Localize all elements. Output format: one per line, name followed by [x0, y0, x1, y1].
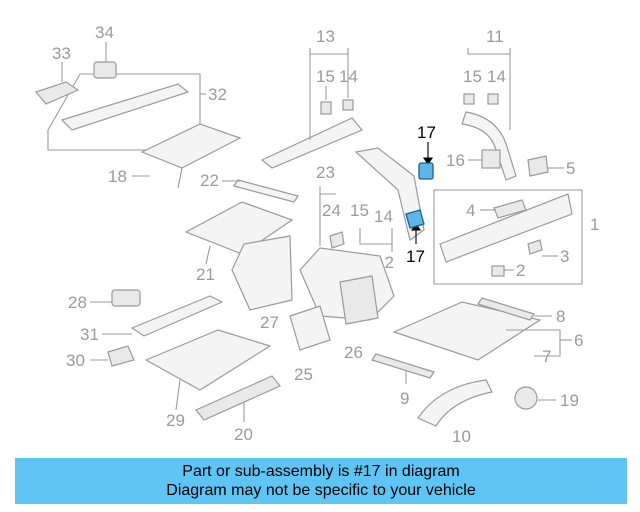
callout-6: 6: [574, 331, 583, 350]
callout-13: 13: [316, 27, 335, 46]
callout-17b: 17: [406, 247, 425, 266]
part-10: [417, 379, 493, 427]
part-8: [477, 297, 535, 321]
part-28: [111, 289, 141, 307]
banner-line-1: Part or sub-assembly is #17 in diagram: [182, 463, 460, 480]
callout-29: 29: [166, 411, 185, 430]
callout-11: 11: [486, 27, 504, 46]
part-31: [130, 295, 224, 337]
callout-10: 10: [452, 427, 471, 446]
callout-14b: 14: [487, 67, 506, 86]
callout-27: 27: [260, 313, 279, 332]
callout-21: 21: [196, 265, 215, 284]
callout-32: 32: [208, 85, 227, 104]
callout-23: 23: [316, 163, 335, 182]
callout-33: 33: [52, 44, 71, 63]
banner-line-2: Diagram may not be specific to your vehi…: [166, 482, 476, 499]
callout-5: 5: [566, 159, 575, 178]
callout-20: 20: [234, 425, 253, 444]
part-16: [481, 149, 501, 169]
callout-18: 18: [108, 167, 127, 186]
callout-17a: 17: [417, 123, 436, 142]
part-22: [233, 179, 299, 203]
part-26: [339, 275, 379, 325]
callout-14a: 14: [339, 67, 358, 86]
part-27-panel: [231, 235, 293, 311]
callout-24: 24: [322, 201, 341, 220]
callout-30: 30: [66, 351, 85, 370]
part-19: [514, 386, 538, 410]
callout-14c: 14: [374, 207, 393, 226]
callout-22: 22: [200, 171, 219, 190]
callout-26: 26: [344, 343, 363, 362]
callout-16: 16: [446, 151, 465, 170]
part-32-assembly: [34, 61, 206, 151]
info-banner: Part or sub-assembly is #17 in diagram D…: [15, 458, 627, 504]
callout-28: 28: [68, 293, 87, 312]
part-17-upper[interactable]: [418, 162, 434, 180]
callout-15a: 15: [316, 67, 335, 86]
callout-31: 31: [80, 325, 99, 344]
part-17-lower[interactable]: [405, 209, 425, 229]
part-21: [184, 201, 294, 255]
part-24: [329, 231, 345, 249]
part-9: [371, 353, 435, 379]
callout-7: 7: [542, 347, 551, 366]
callout-9: 9: [400, 389, 409, 408]
callout-19: 19: [560, 391, 579, 410]
part-6-floor: [392, 301, 542, 361]
callout-15b: 15: [463, 67, 482, 86]
part-13-sill: [260, 117, 363, 169]
part-29: [144, 329, 272, 391]
part-1-assembly: [433, 189, 583, 285]
part-18-tray: [140, 123, 242, 189]
part-30: [107, 345, 135, 367]
part-5: [527, 155, 549, 177]
parts-diagram: 33 34 32 18 22 21 13 15 14 11 15 14 16 5…: [34, 23, 599, 446]
callout-34: 34: [95, 23, 114, 42]
callout-4: 4: [466, 201, 475, 220]
part-25: [289, 305, 331, 351]
part-11-pillar: [461, 111, 517, 181]
callout-8: 8: [556, 307, 565, 326]
callout-25: 25: [294, 365, 313, 384]
callout-15c: 15: [350, 201, 369, 220]
part-20: [195, 375, 281, 421]
callout-2: 2: [516, 261, 525, 280]
callout-3: 3: [560, 247, 569, 266]
callout-1: 1: [590, 215, 599, 234]
